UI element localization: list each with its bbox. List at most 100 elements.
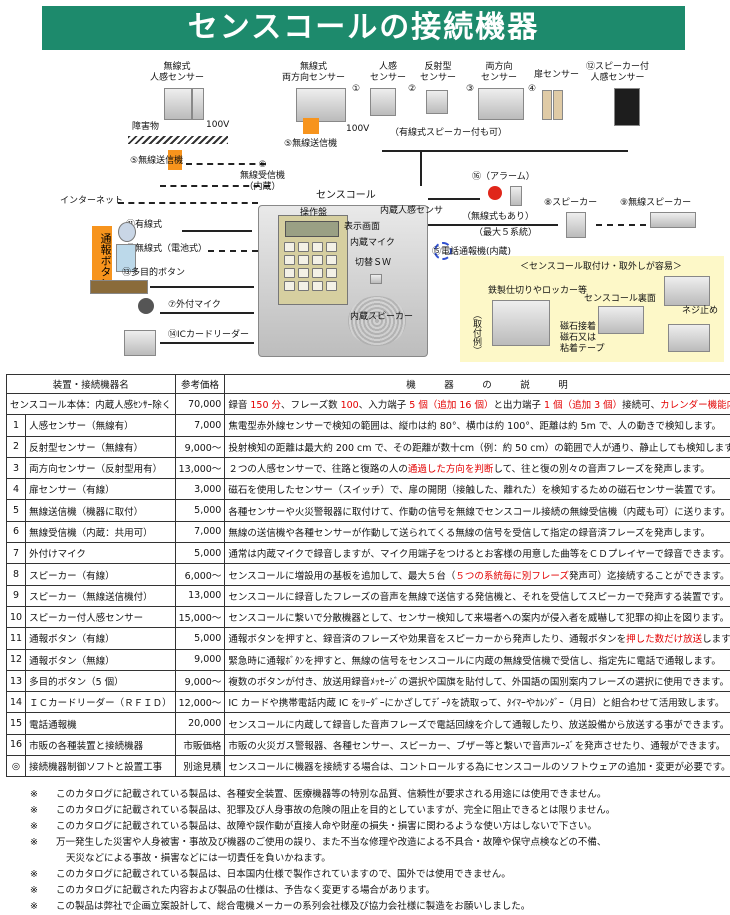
keypad-key — [326, 281, 337, 291]
wireless-dual-sensor-image — [296, 88, 346, 122]
reflective-sensor-image — [426, 90, 448, 114]
row-price: 9,000 — [175, 649, 225, 670]
sensor-number-3: ③ — [466, 84, 474, 95]
mic-label: 内蔵マイク — [350, 238, 395, 249]
keypad-key — [284, 281, 295, 291]
row-number: 1 — [7, 415, 26, 436]
row-name: 電話通報機 — [26, 713, 176, 734]
keypad-key — [312, 255, 323, 265]
sensecall-label: センスコール — [316, 190, 376, 201]
speaker-line — [428, 224, 558, 226]
back-label: センスコール裏面 — [584, 294, 656, 305]
row-price: 3,000 — [175, 479, 225, 500]
description-segment: センスコールに機器を接続する場合は、コントロールする為にセンスコールのソフトウェ… — [228, 762, 730, 773]
row-name: 通報ボタン（無線） — [26, 649, 176, 670]
description-segment: 市販の火災ガス警報器、各種センサー、スピーカー、ブザー等と繋いで音声ﾌﾚｰｽﾞを… — [228, 741, 725, 752]
note-mark: ※ — [30, 819, 56, 835]
row-name: 無線送信機（機器に取付） — [26, 500, 176, 521]
obstacle-hatch — [128, 136, 228, 144]
description-segment: 複数のボタンが付き、放送用録音ﾒｯｾｰｼﾞの選択や国旗を貼付して、外国語の国別案… — [228, 677, 729, 688]
description-segment: 緊急時に通報ﾎﾞﾀﾝを押すと、無線の信号をセンスコールに内蔵の無線受信機で受信し… — [228, 656, 720, 667]
row-price: 別途見積 — [175, 756, 225, 777]
receiver-label: ⑥ 無線受信機 （内蔵） — [240, 160, 285, 193]
sensor-1-label: 人感 センサー — [370, 62, 406, 84]
row-price: 7,000 — [175, 521, 225, 542]
mount-title: ＜センスコール取付け・取外しが容易＞ — [520, 262, 682, 273]
description-segment: 通報ボタンを押すと、録音済のフレーズや効果音をスピーカーから発声したり、通報ボタ… — [228, 634, 626, 645]
motion-sensor-image — [370, 88, 396, 116]
description-segment: 、フレーズ数 — [281, 400, 341, 411]
row-description: 通常は内蔵マイクで録音しますが、マイク用端子をつけるとお客様の用意した曲等をＣＤ… — [225, 543, 730, 564]
row-description: センスコールに録音したフレーズの音声を無線で送信する発信機と、それを受信してスピ… — [225, 585, 730, 606]
row-number: 14 — [7, 692, 26, 713]
keypad-key — [298, 268, 309, 278]
description-segment: センスコールに録音したフレーズの音声を無線で送信する発信機と、それを受信してスピ… — [228, 592, 729, 603]
sensor-number-1: ① — [352, 84, 360, 95]
mic-7-line — [160, 312, 254, 314]
description-segment: カレンダー機能内蔵 — [660, 400, 730, 411]
row-description: センスコールに繋いで分散機器として、センサー検知して来場者への案内が侵入者を威嚇… — [225, 606, 730, 627]
voltage-label-1: 100V — [206, 120, 229, 131]
transmitter-1-label: ⑤無線送信機 — [130, 156, 183, 167]
row-number: 12 — [7, 649, 26, 670]
note-mark: ※ — [30, 867, 56, 883]
switch-image — [370, 274, 382, 284]
alarm-line — [428, 198, 480, 200]
row-number: 6 — [7, 521, 26, 542]
bracket-image — [668, 324, 710, 352]
row-name: スピーカー（有線） — [26, 564, 176, 585]
description-segment: 100 — [341, 400, 359, 411]
keypad-key — [298, 255, 309, 265]
row-number: 16 — [7, 734, 26, 755]
description-segment: 5 個（追加 16 個） — [409, 400, 493, 411]
keypad-key — [326, 255, 337, 265]
row-price: 5,000 — [175, 500, 225, 521]
row-number: 2 — [7, 436, 26, 457]
wireless-speaker-arrow — [596, 224, 646, 226]
keypad-key — [326, 268, 337, 278]
description-segment: センスコールに増設用の基板を追加して、最大５台（ — [228, 571, 455, 582]
description-segment: IC カードや携帯電話内蔵 IC をﾘｰﾀﾞｰにかざしてﾃﾞｰﾀを読取って、ﾀｲ… — [228, 698, 724, 709]
row-number: 5 — [7, 500, 26, 521]
row-description: IC カードや携帯電話内蔵 IC をﾘｰﾀﾞｰにかざしてﾃﾞｰﾀを読取って、ﾀｲ… — [225, 692, 730, 713]
row-name: スピーカー付人感センサー — [26, 606, 176, 627]
row-description: 磁石を使用したセンサー（スイッチ）で、扉の開閉（接触した、離れた）を検知するため… — [225, 479, 730, 500]
obstacle-label: 障害物 — [132, 122, 159, 133]
row-price: 7,000 — [175, 415, 225, 436]
speaker-8-label: ⑧スピーカー — [544, 198, 597, 209]
description-segment: 投射検知の距離は最大約 200 cm で、その距離が数十cm（例：約 50 cm… — [228, 443, 730, 454]
note-text: 天災などによる事故・損害などには一切責任を負いかねます。 — [56, 851, 331, 867]
switch-label: 切替ＳＷ — [355, 258, 391, 269]
mount-example-label: （取付例） — [470, 310, 481, 355]
speaker-sensor-image — [614, 88, 640, 126]
row-price: 5,000 — [175, 628, 225, 649]
row-name: 反射型センサー（無線有） — [26, 436, 176, 457]
button-12-label: ⑫無線式（電池式） — [126, 244, 207, 255]
description-segment: します。 — [702, 634, 730, 645]
row-price: 70,000 — [175, 394, 225, 415]
sensor-3-label: 両方向 センサー — [481, 62, 517, 84]
note-text: このカタログに記載された内容および製品の仕様は、予告なく変更する場合があります。 — [56, 883, 435, 899]
note-item: ※このカタログに記載されている製品は、故障や誤作動が直接人命や財産の損失・損害に… — [30, 819, 615, 835]
notes-list: ※このカタログに記載されている製品は、各種安全装置、医療機器等の特別な品質、信頼… — [30, 787, 615, 915]
note-item: 天災などによる事故・損害などには一切責任を負いかねます。 — [30, 851, 615, 867]
transmitter-2-image — [303, 118, 319, 134]
row-number: 15 — [7, 713, 26, 734]
display-label: 表示画面 — [344, 222, 380, 233]
builtin-speaker-label: 内蔵スピーカー — [350, 312, 413, 323]
mic-7-image — [138, 298, 154, 314]
iron-partition-image — [492, 300, 550, 346]
description-segment: 焦電型赤外線センサーで検知の範囲は、縦巾は約 80°、横巾は約 100°、距離は… — [228, 421, 721, 432]
dual-sensor-image — [478, 88, 524, 120]
keypad-key — [312, 268, 323, 278]
row-number: 8 — [7, 564, 26, 585]
